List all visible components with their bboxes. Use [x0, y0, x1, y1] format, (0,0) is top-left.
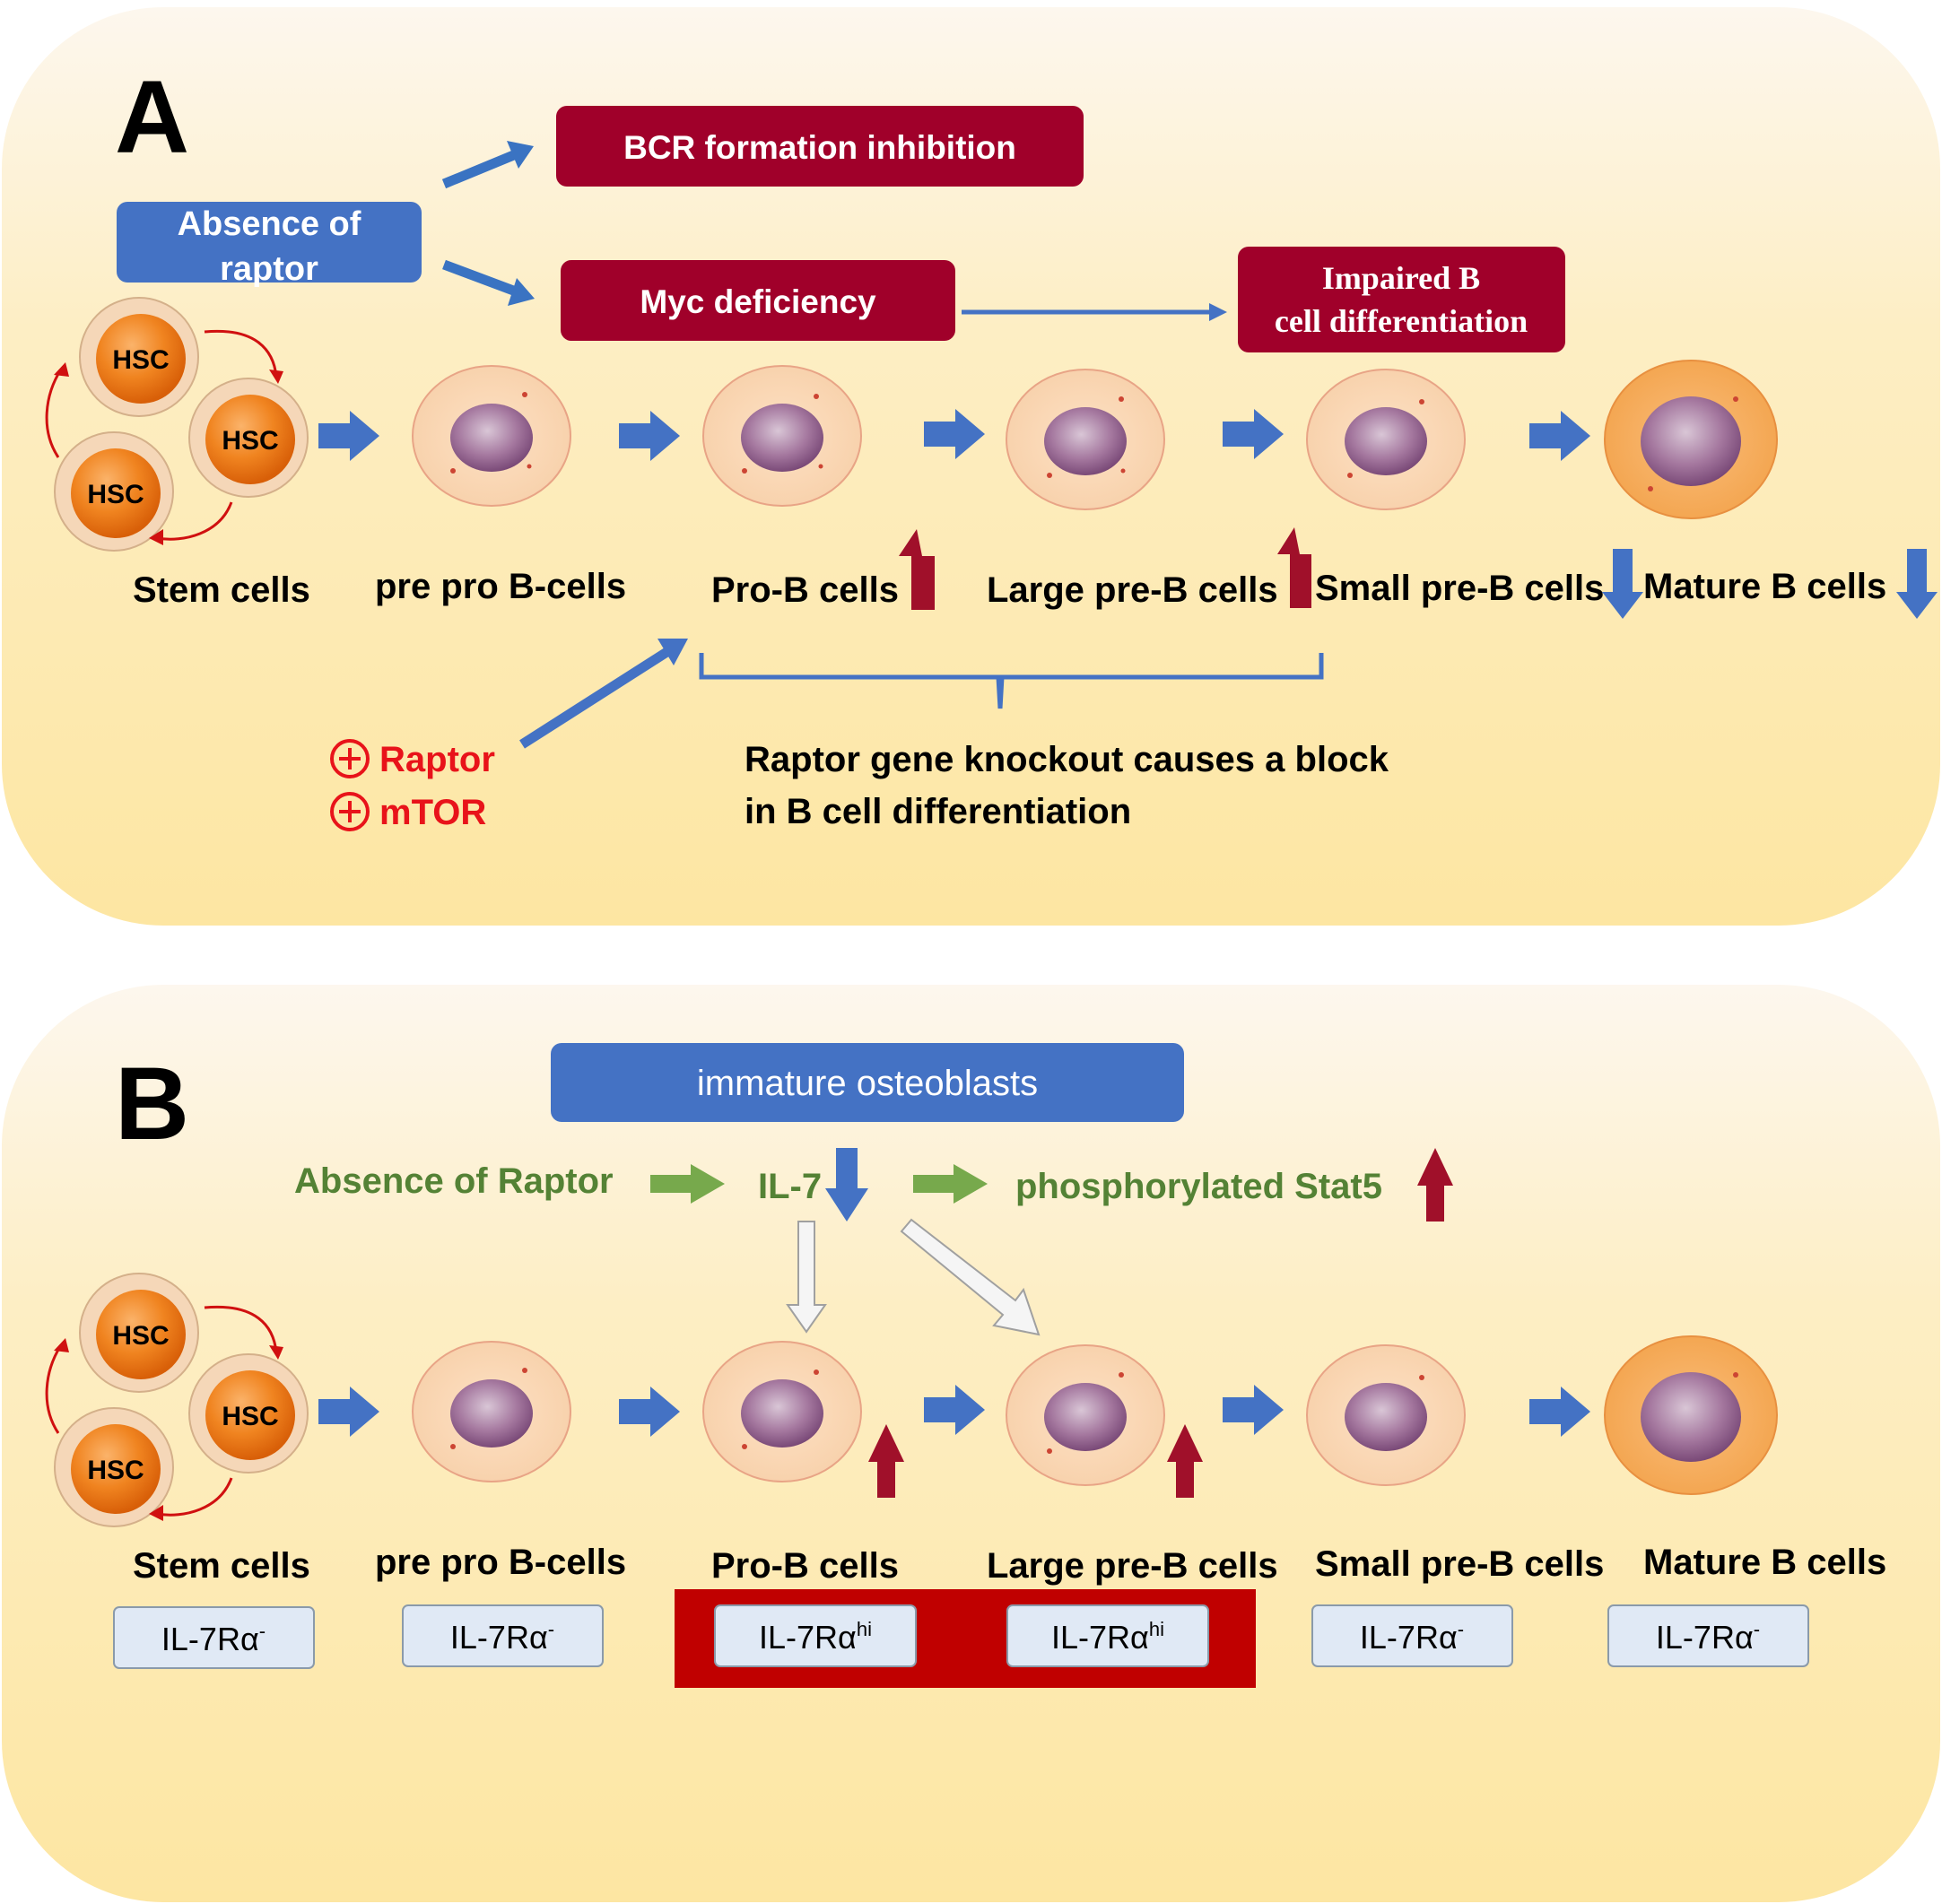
green-arrow-1 — [650, 1164, 725, 1204]
osteoblast-box — [551, 1043, 1184, 1122]
plus-circle-icon — [330, 792, 370, 831]
stage-label: Large pre-B cells — [987, 570, 1278, 610]
arrow-myc-to-impaired — [962, 303, 1227, 321]
myc-deficiency-label: Myc deficiency — [640, 283, 876, 320]
receptor-box — [113, 1606, 315, 1669]
down-arrow-icon — [1602, 549, 1643, 619]
up-arrow-icon — [1176, 1460, 1194, 1498]
hsc-cluster-a: HSC HSC HSC — [45, 297, 309, 552]
hsc-label: HSC — [222, 1402, 278, 1431]
hsc-cluster-b: HSC HSC HSC — [45, 1273, 309, 1527]
receptor-label: IL-7Rαhi — [759, 1618, 872, 1656]
receptor-label: IL-7Rα- — [161, 1620, 266, 1657]
change-indicators-b — [868, 1424, 1203, 1498]
panel-b-letter: B — [115, 1047, 189, 1161]
down-arrow-icon — [825, 1148, 868, 1222]
change-indicators-a — [899, 527, 1938, 619]
cell-small-pre-b — [1306, 369, 1466, 510]
block-brace — [699, 653, 1324, 709]
raptor-mtor-markers: Raptor mTOR — [330, 739, 495, 832]
bcr-inhibition-label: BCR formation inhibition — [623, 129, 1016, 166]
stat5-label: phosphorylated Stat5 — [1015, 1167, 1382, 1206]
hsc-label: HSC — [112, 1321, 169, 1351]
stage-label: Large pre-B cells — [987, 1546, 1278, 1586]
green-arrow-2 — [913, 1164, 988, 1204]
cell-large-pre-b — [1006, 369, 1165, 510]
cell-pro-b — [702, 1341, 862, 1482]
stage-label: Pro-B cells — [711, 570, 899, 610]
raptor-label: Raptor — [379, 740, 495, 779]
hsc-label: HSC — [87, 1456, 144, 1485]
absence-of-raptor-green-label: Absence of Raptor — [294, 1161, 614, 1201]
receptor-box — [1006, 1604, 1209, 1667]
receptor-label: IL-7Rα- — [1360, 1618, 1464, 1656]
hsc-label: HSC — [87, 480, 144, 509]
up-arrow-icon — [877, 1460, 895, 1498]
panel-b-background — [2, 985, 1940, 1902]
impaired-differentiation-box — [1238, 247, 1565, 352]
osteoblast-label: immature osteoblasts — [697, 1064, 1038, 1103]
plus-circle-icon — [330, 739, 370, 778]
cell-pre-pro-b — [412, 365, 571, 507]
receptor-label: IL-7Rαhi — [1051, 1618, 1164, 1656]
cell-pre-pro-b — [412, 1341, 571, 1482]
progression-arrows-a — [318, 409, 1590, 461]
progression-arrows-b — [318, 1385, 1590, 1437]
stage-label: Stem cells — [133, 1546, 310, 1586]
arrow-raptor-to-pro-b — [519, 639, 688, 749]
mtor-label: mTOR — [379, 793, 486, 832]
cell-small-pre-b — [1306, 1344, 1466, 1486]
receptor-box — [714, 1604, 917, 1667]
up-arrow-icon — [1426, 1184, 1444, 1222]
stage-label: Mature B cells — [1643, 1543, 1886, 1582]
bcr-inhibition-box — [556, 106, 1084, 187]
panel-a-letter: A — [115, 60, 189, 175]
absence-of-raptor-box — [117, 202, 422, 283]
block-text-line1: Raptor gene knockout causes a block — [745, 740, 1389, 779]
panel-a-background — [2, 7, 1940, 926]
receptor-boxes: IL-7Rα- IL-7Rα- IL-7Rαhi IL-7Rαhi IL-7Rα… — [113, 1604, 1809, 1669]
stage-label: pre pro B-cells — [375, 567, 626, 606]
hsc-label: HSC — [222, 426, 278, 456]
stage-label: Stem cells — [133, 570, 310, 610]
block-text-line2: in B cell differentiation — [745, 792, 1131, 831]
cell-pro-b — [702, 365, 862, 507]
myc-deficiency-box — [561, 260, 955, 341]
receptor-box — [1607, 1604, 1809, 1667]
up-arrow-icon — [899, 529, 935, 610]
stage-label: Small pre-B cells — [1315, 569, 1604, 608]
stage-label: Mature B cells — [1643, 567, 1886, 606]
hsc-label: HSC — [112, 345, 169, 375]
arrow-to-myc — [442, 259, 535, 306]
cell-mature-b — [1604, 360, 1778, 519]
il7-label: IL-7 — [758, 1167, 822, 1206]
cell-large-pre-b — [1006, 1344, 1165, 1486]
stage-labels-b: Stem cells pre pro B-cells Pro-B cells L… — [133, 1543, 1886, 1586]
stage-label: pre pro B-cells — [375, 1543, 626, 1582]
up-arrow-icon — [1277, 527, 1311, 608]
receptor-label: IL-7Rα- — [1656, 1618, 1760, 1656]
receptor-box — [402, 1604, 604, 1667]
cell-mature-b — [1604, 1335, 1778, 1495]
stage-labels-a: Stem cells pre pro B-cells Pro-B cells L… — [133, 567, 1886, 610]
stage-label: Pro-B cells — [711, 1546, 899, 1586]
receptor-box — [1311, 1604, 1513, 1667]
down-arrow-icon — [1896, 549, 1938, 619]
receptor-label: IL-7Rα- — [450, 1618, 554, 1656]
stage-label: Small pre-B cells — [1315, 1544, 1604, 1584]
arrow-to-bcr — [441, 141, 534, 189]
il7-effect-arrows — [786, 1218, 1041, 1336]
